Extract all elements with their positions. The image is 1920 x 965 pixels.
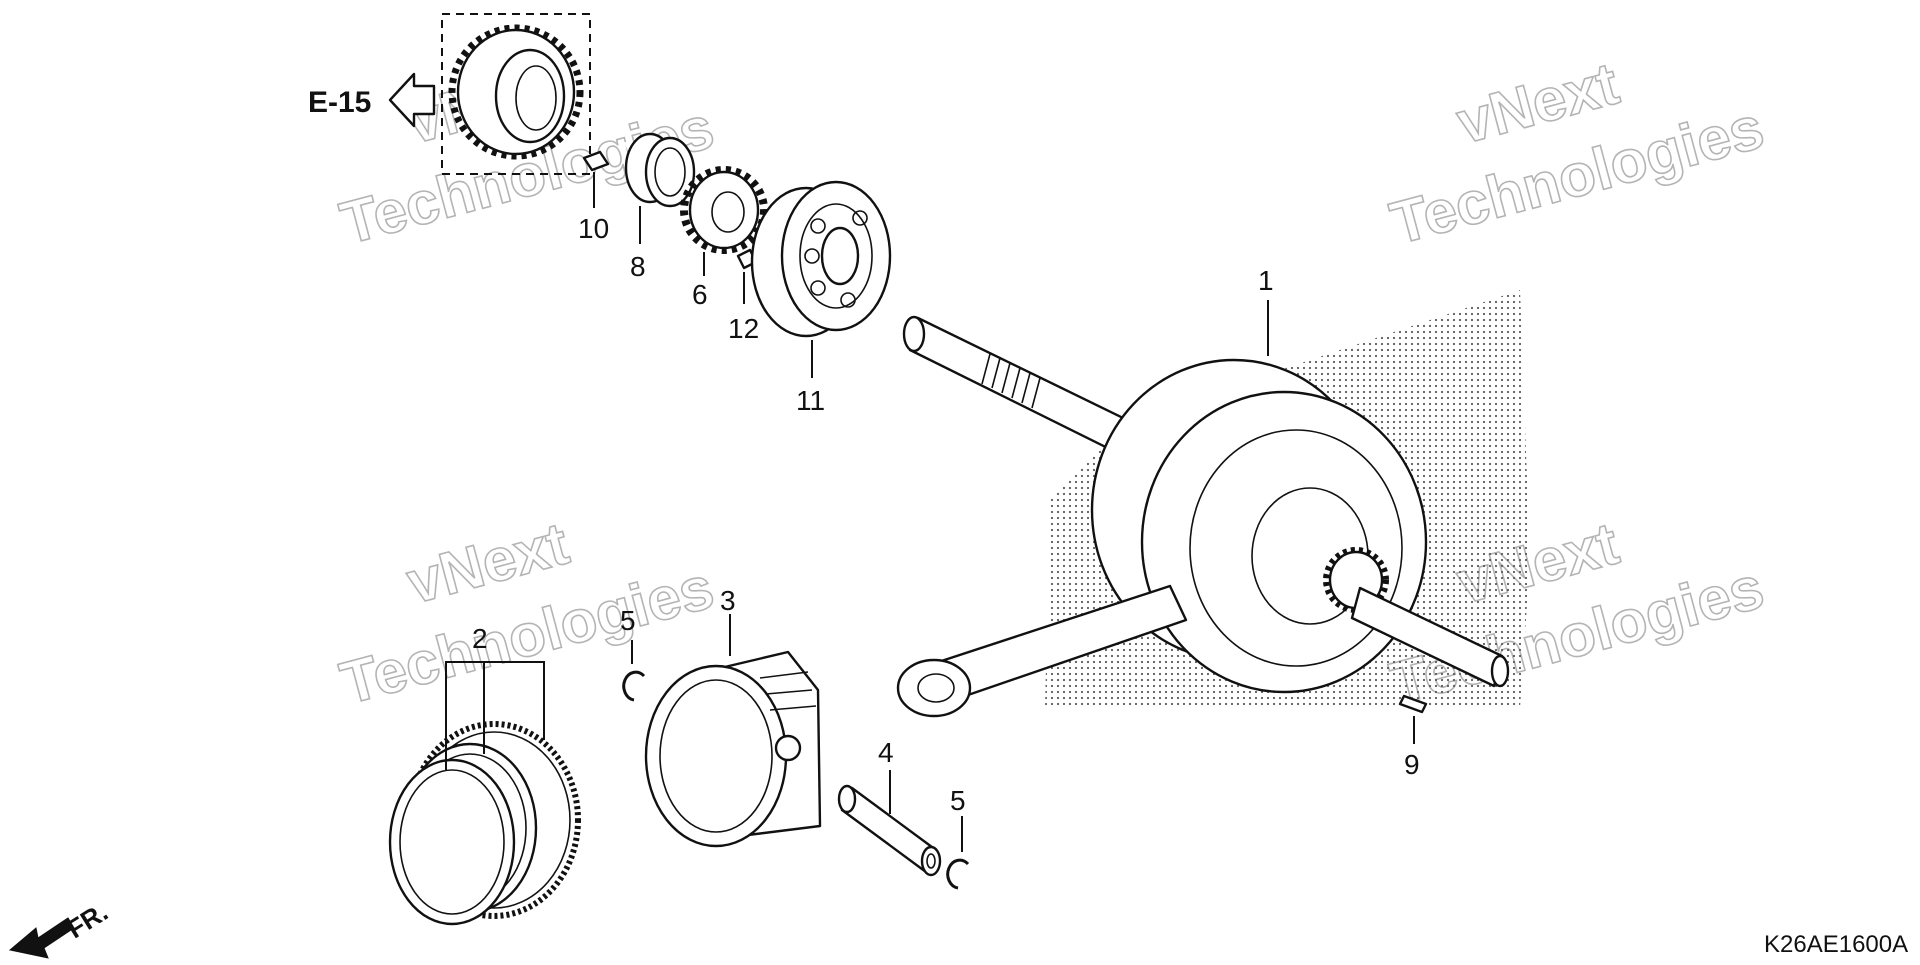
front-direction-arrow-icon <box>8 917 75 959</box>
callout-12: 12 <box>728 313 759 344</box>
part-10-key <box>582 150 610 172</box>
callout-5-upper: 5 <box>620 605 636 636</box>
reference-box <box>441 13 591 175</box>
reference-label: E-15 <box>308 86 371 119</box>
part-9-key <box>1398 694 1428 714</box>
callout-8: 8 <box>630 251 646 282</box>
part-8-bushing <box>624 132 696 208</box>
callout-5-lower: 5 <box>950 785 966 816</box>
direction-label: FR. <box>62 897 113 945</box>
callout-3: 3 <box>720 585 736 616</box>
part-5-circlip-lower <box>946 858 970 890</box>
primary-drive-gear <box>448 24 584 160</box>
part-5-circlip-upper <box>622 670 646 702</box>
part-6-gear <box>680 166 768 254</box>
callout-10: 10 <box>578 213 609 244</box>
watermark-top-right: vNext Technologies <box>1383 49 1771 258</box>
callout-6: 6 <box>692 279 708 310</box>
watermark-bottom-left: vNext Technologies <box>333 509 721 718</box>
part-4-piston-pin <box>837 784 942 877</box>
callout-9: 9 <box>1404 749 1420 780</box>
part-1-crankshaft <box>896 290 1530 718</box>
part-11-bearing <box>750 180 892 338</box>
part-3-piston <box>644 650 822 848</box>
callout-1: 1 <box>1258 265 1274 296</box>
callout-11: 11 <box>796 385 825 416</box>
callout-2: 2 <box>472 623 488 654</box>
callout-2-bracket <box>445 661 545 770</box>
part-2-piston-rings <box>388 721 581 926</box>
diagram-code: K26AE1600A <box>1764 931 1908 958</box>
reference-arrow-icon <box>388 72 436 128</box>
callout-4: 4 <box>878 737 894 768</box>
